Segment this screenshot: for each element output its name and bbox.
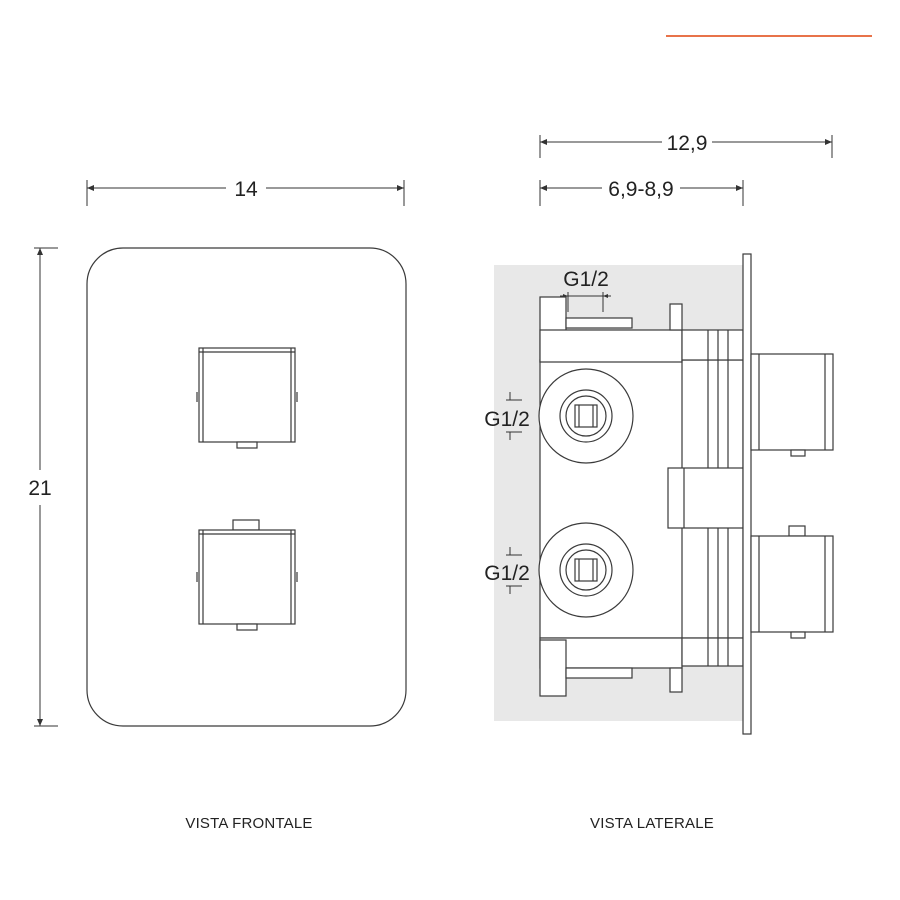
lower-port xyxy=(538,522,634,618)
front-lower-knob xyxy=(196,519,298,631)
front-view: 14 21 xyxy=(28,178,407,832)
side-plate xyxy=(742,253,752,735)
side-lower-port-label: G1/2 xyxy=(484,562,530,585)
front-height-label: 21 xyxy=(28,477,51,500)
front-width-label: 14 xyxy=(234,178,258,201)
side-lower-port-dimension: G1/2 xyxy=(484,547,530,594)
side-lower-knob xyxy=(750,525,834,639)
front-width-dimension: 14 xyxy=(86,178,405,206)
side-top-port-label: G1/2 xyxy=(563,268,609,291)
side-upper-knob xyxy=(750,353,834,457)
side-view: 12,9 6,9-8,9 G1/2 xyxy=(484,132,834,832)
upper-port xyxy=(538,368,634,464)
front-upper-knob xyxy=(196,347,298,449)
side-upper-port-label: G1/2 xyxy=(484,408,530,431)
front-height-dimension: 21 xyxy=(28,247,58,727)
side-view-caption: VISTA LATERALE xyxy=(590,815,714,832)
side-wall-depth-dimension: 6,9-8,9 xyxy=(539,178,744,206)
side-wall-depth-label: 6,9-8,9 xyxy=(608,178,673,201)
valve-body xyxy=(539,296,744,697)
side-top-port-dimension: G1/2 xyxy=(560,268,611,312)
front-view-caption: VISTA FRONTALE xyxy=(185,815,312,832)
front-plate xyxy=(86,247,407,727)
side-total-depth-label: 12,9 xyxy=(667,132,708,155)
side-total-depth-dimension: 12,9 xyxy=(539,132,833,158)
side-upper-port-dimension: G1/2 xyxy=(484,392,530,440)
